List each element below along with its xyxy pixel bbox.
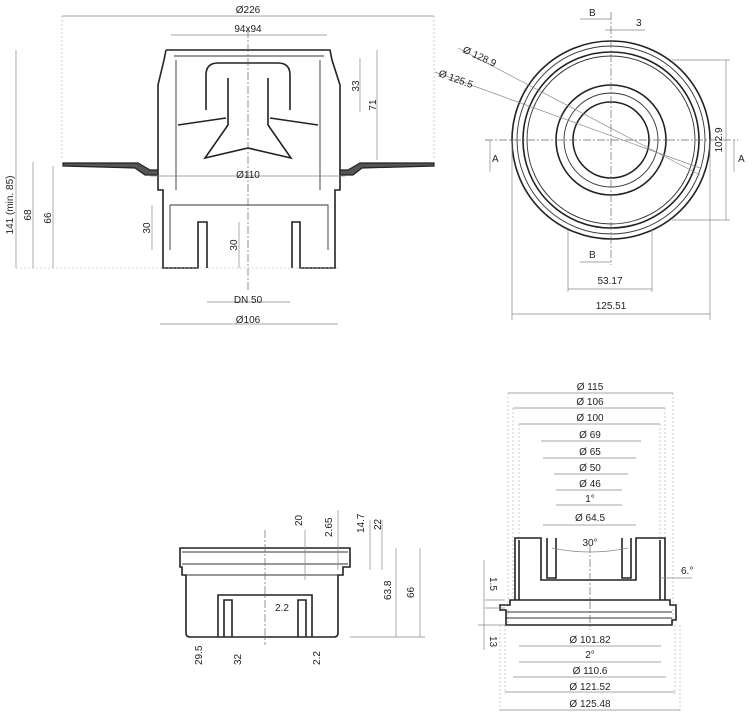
dim-226: Ø226 [236, 5, 261, 16]
angle-30: 30° [582, 538, 597, 549]
drain-body-outline [157, 49, 341, 269]
dim-22: 22 [373, 518, 384, 530]
dim-30-left: 30 [142, 222, 153, 234]
dim-66: 66 [406, 586, 417, 598]
drain-section-view: Ø226 94x94 Ø110 DN 50 Ø106 141 (min. 85)… [5, 5, 435, 326]
dim-66: 66 [43, 212, 54, 224]
dim-33: 33 [351, 80, 362, 92]
trap-section-body [514, 537, 666, 600]
dim-64-5: Ø 64.5 [575, 513, 605, 524]
trap-dim-lines [304, 510, 425, 638]
dim-121-52: Ø 121.52 [569, 682, 611, 693]
dim-2-2-bottom: 2.2 [312, 651, 323, 665]
trap-section-walls [518, 538, 661, 600]
dim-106: Ø106 [236, 315, 261, 326]
dim-65: Ø 65 [579, 447, 601, 458]
trap-body-outline [179, 547, 351, 638]
dim-115: Ø 115 [577, 382, 604, 393]
dim-71: 71 [368, 99, 379, 111]
section-b-arrow-top [580, 18, 645, 31]
label-b-bottom: B [589, 250, 596, 261]
dim-69: Ø 69 [579, 430, 601, 441]
label-a-left: A [492, 154, 499, 165]
dim-50: Ø 50 [579, 463, 601, 474]
section-a-arrows [489, 140, 735, 172]
dim-101-82: Ø 101.82 [569, 635, 611, 646]
leader-128-9 [457, 47, 701, 176]
angle-6: 6.° [681, 566, 693, 577]
bottom-dim-lines [500, 645, 680, 711]
dim-2-2-inner: 2.2 [275, 603, 289, 614]
dim-141: 141 (min. 85) [5, 176, 16, 235]
flange-lines [505, 611, 672, 619]
flange-left [62, 162, 159, 176]
dim-14-7: 14.7 [356, 513, 367, 533]
dim-2deg: 2° [585, 650, 595, 661]
dim-46: Ø 46 [579, 479, 601, 490]
dim-110: Ø110 [236, 170, 260, 181]
dim-13: 13 [487, 636, 498, 648]
dim-20: 20 [294, 514, 305, 526]
dim-line-53-17 [567, 230, 653, 292]
dim-94x94: 94x94 [234, 24, 262, 35]
dim-128-9: Ø 128.9 [461, 45, 498, 70]
label-b-top: B [589, 8, 596, 19]
plan-view: Ø 128.9 Ø 125.5 B 3 B A A 102.9 53.17 12… [434, 8, 745, 320]
dim-102-9: 102.9 [714, 127, 725, 152]
trap-section-flange [499, 599, 677, 626]
dim-29-5: 29.5 [194, 645, 205, 665]
dim-2-65: 2.65 [324, 517, 335, 537]
trap-side-view: 20 2.65 14.7 22 63.8 66 2.2 29.5 32 2.2 [179, 510, 425, 665]
dim-106: Ø 106 [576, 397, 604, 408]
dim-100: Ø 100 [576, 413, 604, 424]
dim-53-17: 53.17 [597, 276, 622, 287]
height-dim-lines [478, 560, 505, 650]
dim-1deg: 1° [585, 494, 595, 505]
trap-section-view: Ø 115 Ø 106 Ø 100 Ø 69 Ø 65 Ø 50 Ø 46 1°… [478, 382, 693, 712]
flange-right [339, 162, 435, 176]
dim-line-102-9 [672, 59, 730, 221]
dim-125-5: Ø 125.5 [437, 68, 475, 91]
ext-lines [507, 393, 674, 625]
dim-63-8: 63.8 [383, 580, 394, 600]
dim-1-5: 1.5 [487, 577, 498, 591]
dim-125-51: 125.51 [596, 301, 627, 312]
dim-line-125-51 [511, 140, 711, 320]
dim-3: 3 [636, 18, 642, 29]
label-a-right: A [738, 154, 745, 165]
trap-cups [217, 594, 313, 637]
drain-inner-walls [169, 55, 329, 250]
dim-125-48: Ø 125.48 [569, 699, 611, 710]
dim-110-6: Ø 110.6 [573, 666, 608, 677]
dim-30-center: 30 [229, 239, 240, 251]
leader-125-5 [434, 71, 701, 169]
top-dim-lines [508, 392, 673, 526]
dim-68: 68 [23, 209, 34, 221]
insert-arms [177, 117, 319, 126]
dim-32: 32 [233, 653, 244, 665]
dim-dn50: DN 50 [234, 295, 263, 306]
